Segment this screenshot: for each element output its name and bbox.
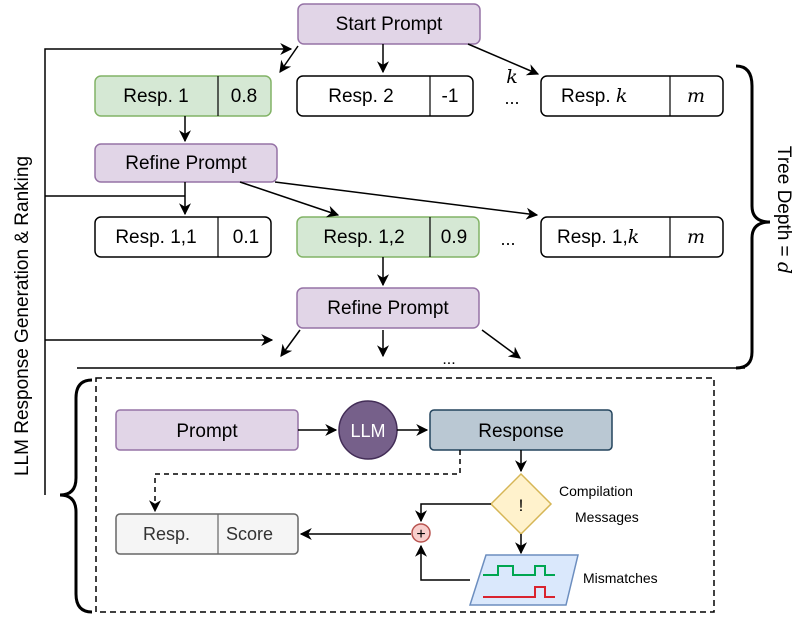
- refine-prompt-2-label: Refine Prompt: [327, 298, 449, 319]
- mismatches-node: [468, 554, 579, 606]
- refine-prompt-2-node: Refine Prompt: [296, 287, 480, 329]
- compilation-messages-line2: Messages: [575, 509, 639, 525]
- resp-k-label: Resp. k: [561, 85, 627, 107]
- resp-1-k-label: Resp. 1,k: [557, 226, 639, 248]
- prompt-node: Prompt: [115, 409, 299, 451]
- resp-1-k-node: Resp. 1,k m: [540, 216, 724, 258]
- plus-icon: +: [411, 523, 431, 543]
- tree-depth-brace: [735, 64, 771, 370]
- detail-brace: [59, 378, 93, 614]
- start-prompt-label: Start Prompt: [336, 14, 443, 35]
- resp-1-1-node: Resp. 1,1 0.1: [94, 216, 272, 258]
- resp-1-node: Resp. 1 0.8: [94, 75, 272, 117]
- waveform-icon: [483, 565, 555, 576]
- resp-1-2-score: 0.9: [441, 227, 467, 248]
- resp-k-score: m: [687, 85, 705, 107]
- detail-arrows: [149, 424, 527, 581]
- llm-label: LLM: [350, 421, 385, 441]
- refine-prompt-1-label: Refine Prompt: [125, 153, 247, 174]
- resp-2-node: Resp. 2 -1: [296, 75, 474, 117]
- resp-1-2-label: Resp. 1,2: [323, 227, 404, 248]
- refine-prompt-1-node: Refine Prompt: [94, 143, 278, 183]
- tree-arrows: [44, 43, 745, 495]
- plus-symbol: +: [416, 526, 425, 543]
- resp-1-1-label: Resp. 1,1: [115, 227, 196, 248]
- ellipsis-mid: ...: [500, 229, 515, 249]
- warning-diamond-icon: !: [489, 472, 553, 536]
- resp-1-score: 0.8: [231, 86, 257, 107]
- compilation-messages-line1: Compilation: [559, 483, 633, 499]
- resp-score-node: Resp. Score: [115, 513, 299, 555]
- start-prompt-node: Start Prompt: [297, 3, 481, 45]
- tree-depth-label: Tree Depth = d: [773, 146, 795, 274]
- response-label: Response: [478, 421, 564, 442]
- ellipsis-bottom: ...: [442, 351, 455, 368]
- resp-2-label: Resp. 2: [328, 86, 393, 107]
- resp-box-label: Resp.: [143, 524, 190, 544]
- diamond-symbol: !: [519, 496, 524, 515]
- resp-1-2-node: Resp. 1,2 0.9: [296, 216, 480, 258]
- resp-k-node: Resp. k m: [540, 75, 724, 117]
- prompt-label: Prompt: [176, 421, 238, 442]
- resp-1-k-score: m: [687, 226, 705, 248]
- resp-1-1-score: 0.1: [233, 227, 259, 248]
- llm-node: LLM: [338, 400, 398, 460]
- response-node: Response: [429, 409, 613, 451]
- llm-response-generation-label: LLM Response Generation & Ranking: [12, 156, 33, 476]
- ellipsis-top: ...: [504, 88, 519, 108]
- score-box-label: Score: [226, 524, 273, 544]
- resp-1-label: Resp. 1: [123, 86, 188, 107]
- resp-2-score: -1: [442, 86, 459, 107]
- detail-box: [95, 377, 715, 613]
- k-label-top: k: [506, 66, 518, 88]
- mismatches-label: Mismatches: [583, 570, 658, 586]
